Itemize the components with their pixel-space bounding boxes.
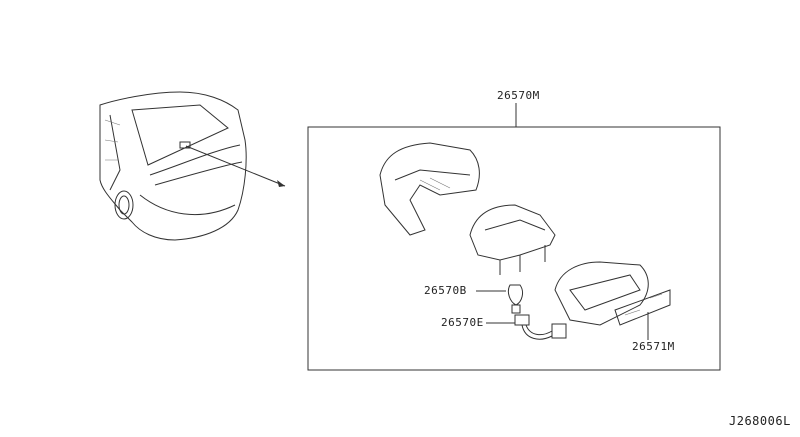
assembly-box bbox=[307, 126, 721, 371]
bulb-part bbox=[507, 284, 524, 314]
label-26570m: 26570M bbox=[497, 89, 540, 102]
car-illustration bbox=[99, 91, 286, 241]
diagram-id: J268006L bbox=[729, 414, 791, 428]
lamp-housing-part bbox=[554, 261, 671, 326]
bracket-part bbox=[469, 204, 556, 275]
label-26570e: 26570E bbox=[441, 316, 484, 329]
socket-part bbox=[514, 314, 567, 340]
high-mount-stop-lamp-location bbox=[179, 141, 191, 149]
label-26570b: 26570B bbox=[424, 284, 467, 297]
label-26571m: 26571M bbox=[632, 340, 675, 353]
cover-part bbox=[379, 142, 480, 236]
